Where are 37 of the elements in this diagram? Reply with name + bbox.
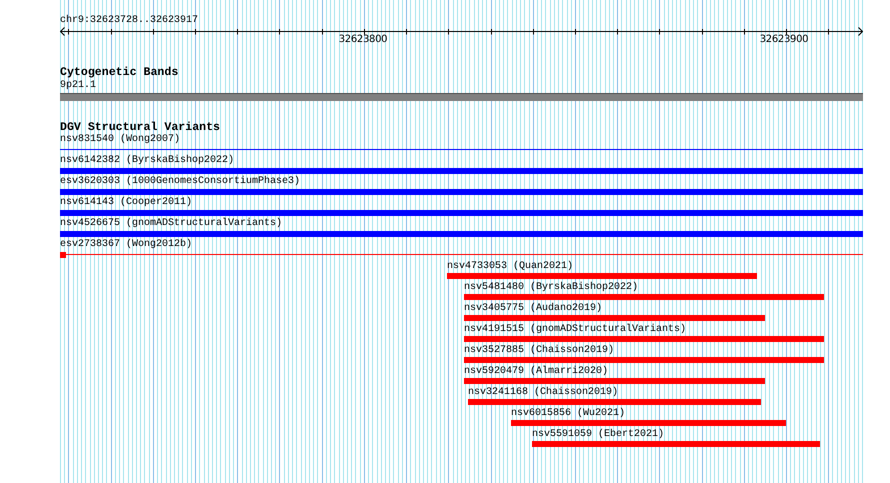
feature-label: nsv4191515 (gnomADStructuralVariants): [464, 324, 688, 336]
feature-label: nsv3527885 (Chaisson2019): [464, 345, 616, 357]
variant-feature: [60, 197, 863, 216]
feature-label: esv2738367 (Wong2012b): [60, 239, 194, 251]
feature-label: nsv4526675 (gnomADStructuralVariants): [60, 218, 284, 230]
track-title: Cytogenetic Bands: [60, 67, 178, 79]
tick-label: 32623800: [338, 34, 388, 46]
variant-feature: [532, 429, 820, 447]
variant-feature: [60, 176, 863, 195]
variant-feature: [60, 239, 863, 255]
locus-label: chr9:32623728..32623917: [60, 15, 198, 27]
variant-feature: [60, 218, 863, 237]
feature-label: nsv4733053 (Quan2021): [447, 260, 574, 272]
track-title: DGV Structural Variants: [60, 122, 220, 134]
feature-label: nsv614143 (Cooper2011): [60, 197, 194, 209]
feature-label: nsv831540 (Wong2007): [60, 134, 182, 146]
variant-feature: [60, 134, 863, 150]
variant-feature: [464, 345, 824, 363]
tick-label: 32623900: [760, 34, 808, 46]
variant-feature: [511, 408, 786, 426]
feature-label: 9p21.1: [60, 80, 98, 92]
variant-feature: [60, 155, 863, 174]
variant-feature: [464, 324, 824, 342]
feature-label: esv3620303 (1000GenomesConsortiumPhase3): [60, 176, 302, 188]
feature-label: nsv3405775 (Audano2019): [464, 303, 604, 315]
feature-label: nsv6142382 (ByrskaBishop2022): [60, 155, 236, 167]
variant-feature: [464, 366, 765, 384]
cytoband-feature: [60, 80, 863, 101]
feature-label: nsv6015856 (Wu2021): [511, 408, 626, 420]
feature-label: nsv5920479 (Almarri2020): [464, 366, 610, 378]
variant-feature: [468, 387, 761, 405]
feature-label: nsv5591059 (Ebert2021): [532, 429, 666, 441]
variant-feature: [464, 282, 824, 300]
feature-label: nsv3241168 (Chaisson2019): [468, 387, 620, 399]
feature-label: nsv5481480 (ByrskaBishop2022): [464, 282, 640, 294]
variant-feature: [447, 260, 757, 279]
variant-feature: [464, 303, 765, 321]
